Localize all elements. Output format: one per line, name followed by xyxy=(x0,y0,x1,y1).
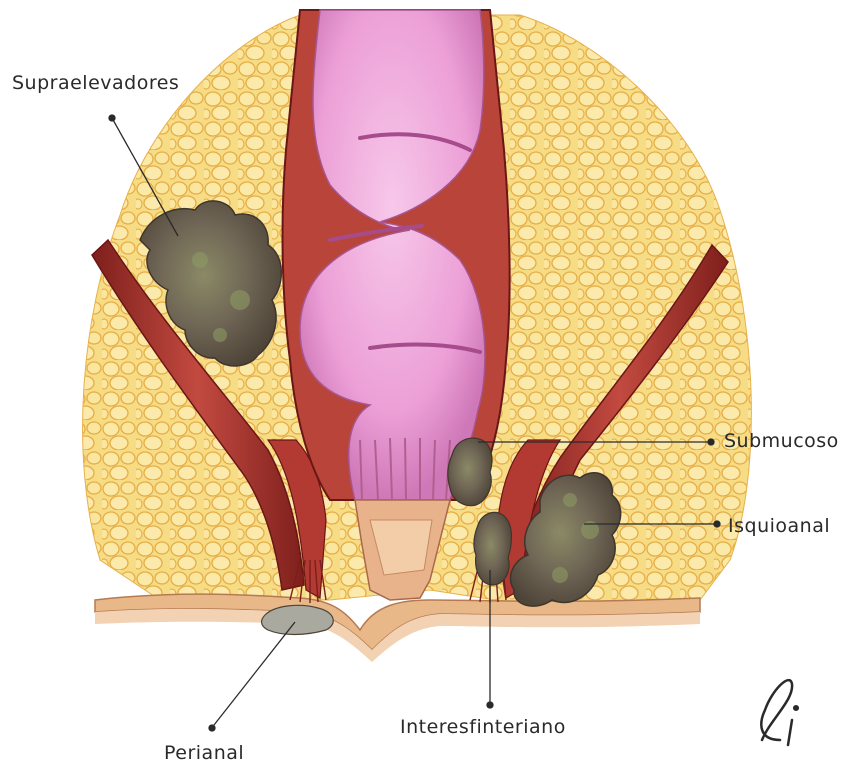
label-perianal: Perianal xyxy=(164,742,244,764)
label-submucoso: Submucoso xyxy=(724,430,839,452)
leader-dot-submucoso xyxy=(708,439,714,445)
leader-dot-perianal xyxy=(209,725,215,731)
abscess-perianal xyxy=(262,605,334,634)
logo-mark xyxy=(761,680,797,745)
leader-dot-interesfinteriano xyxy=(487,702,493,708)
label-interesfinteriano: Interesfinteriano xyxy=(400,716,566,738)
label-isquioanal: Isquioanal xyxy=(728,515,830,537)
abscess-submucoso xyxy=(448,438,492,506)
abscess-interesfinteriano xyxy=(474,512,512,585)
label-supraelevadores: Supraelevadores xyxy=(12,72,179,94)
leader-perianal xyxy=(214,622,295,725)
leader-dot-isquioanal xyxy=(714,521,720,527)
leader-dot-supraelevadores xyxy=(109,115,115,121)
